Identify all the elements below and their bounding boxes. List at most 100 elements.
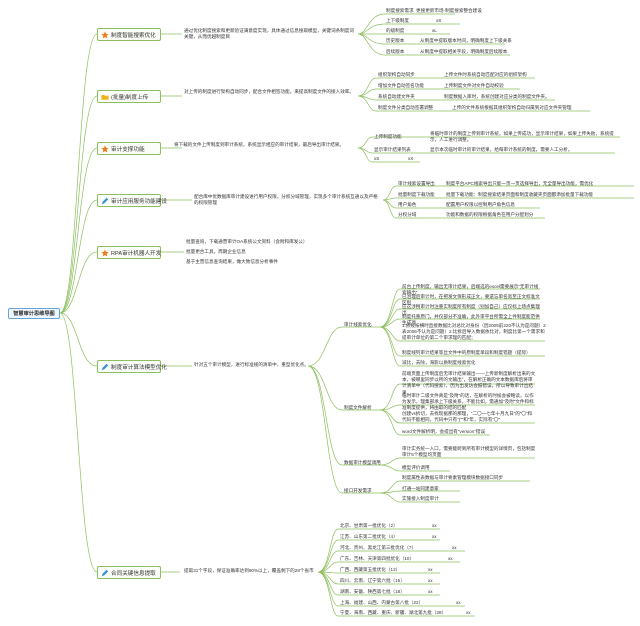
leaf-item: 历史版本 (386, 38, 405, 43)
leaf-item: 制度属性表数据与审计要素管理模块数据接口同步 (402, 475, 504, 480)
branch-description: 配合库中优数据库审计建设进行用户权限，分权分域管理，实现多个审计系统互通以及严格… (194, 194, 378, 206)
root-node[interactable]: 智慧审计思维导图 (8, 308, 60, 319)
leaf-item: 审计线索设置导出 (398, 181, 435, 186)
leaf-item: 江苏、山东第二批优化（4） (340, 534, 398, 539)
leaf-item: 制度搜索需求 (386, 8, 414, 13)
leaf-note: xx (428, 578, 433, 583)
leaf-note: 上传的文件系统根据其组织架构自动归属到对应文件夹管理 (452, 105, 572, 110)
branch-description: 提取31个字段，保证准确率达到90%以上，覆盖剩下的28个省市 (184, 568, 314, 573)
leaf-item: 四川、云南、辽宁第六批（15） (340, 578, 405, 583)
leaf-item: 上海、福建、山西、内蒙古第八批（22） (340, 600, 424, 605)
leaf-item: 基于主营信息查询结果，做大致信息分析事件 (186, 259, 278, 264)
leaf-item: 批量制度下载功能 (398, 192, 435, 197)
branch-node-rpa[interactable]: RPA审计机器人开发 (97, 246, 161, 259)
leaf-item: 后续版本 (386, 49, 405, 54)
leaf-item: 增加文件自动签名功能 (378, 83, 424, 88)
leaf-item: 已治理后审计时，在把发文保形成正文，要遗忘单名宽至正文标准文区别 (402, 294, 540, 306)
branch-node-contract[interactable]: 合同关键信息提取 (97, 566, 161, 579)
leaf-note: 批量下载功能：制度搜索结果页面和制度收藏夹页面都添加批量下载功能 (446, 192, 594, 197)
leaf-note: 制度数据入库时，系统创建对应分类的制度文件夹。 (444, 94, 550, 99)
star-icon (101, 144, 109, 152)
leaf-item: 模型评价调用 (402, 465, 430, 470)
leaf-note: xL (432, 28, 437, 33)
leaf-item: 广西、西藏第五批优化（12） (340, 567, 401, 572)
leaf-note: xx (428, 589, 433, 594)
leaf-note: 从制度中提取版本时间，明确制度上下级关系 (420, 38, 512, 43)
branch-label: 制度智能搜索优化 (111, 32, 156, 39)
branch-label: 合同关键信息提取 (111, 570, 156, 577)
branch-description: 通过优化制度搜索和更新验证满意度实现，具体通过信息搜取模型，关键词条制度词关键，… (184, 28, 354, 40)
leaf-item: 的级制度 (386, 28, 405, 33)
folder-icon (101, 94, 109, 100)
leaf-note: xx (452, 545, 457, 550)
branch-label: 审计应用服务功能建设 (111, 198, 167, 205)
leaf-item: 湖南、安徽、陕西第七批（18） (340, 589, 405, 594)
leaf-item: 审计实务统一入口，需要能跨到所有审计模型的详情页，包括制度审计5个模型均页面 (402, 446, 536, 458)
leaf-item: 批量查询，下载通营审计OA系统公文资料（含附和库发公） (186, 239, 308, 244)
branch-description: 将下载的文件上传制度到审计系统，系统显示相应的审计结果，最后导出审计结果。 (174, 142, 344, 147)
star-icon (101, 30, 109, 38)
leaf-item: 宁夏、海南、西藏、重庆、新疆、湖北第九批（28） (340, 610, 447, 615)
branch-label: (批量)制度上传 (111, 94, 149, 101)
leaf-item: 实施接入制度审计 (402, 496, 439, 501)
leaf-item: 组织架构自动同步 (378, 72, 415, 77)
branch-description: 对上传的制度进行架构自动同步，配合文件相签功能，来提高制度文件的接入效率。 (184, 89, 354, 94)
leaf-note: 从制度中提取相关字段，明确制度后续版本 (420, 49, 508, 54)
leaf-item: 系统自动建文件夹 (378, 94, 415, 99)
leaf-note: 上传文件时系统自动匹配对应的组织架构 (444, 72, 527, 77)
leaf-note: xx (466, 610, 471, 615)
leaf-item: 创建vs拆切，去找现据那的那理，“二〇一七年十月九日”的“〇”和代码不能相同，代… (402, 411, 533, 423)
leaf-note: xX (408, 156, 414, 161)
leaf-note: xS (436, 18, 442, 23)
leaf-item: 批量更合工具，周期企业信息 (186, 249, 246, 254)
group-title: 制度文件解析 (344, 405, 372, 410)
leaf-note: 将临时审计的制度上传到审计系统，如果上传成功，显示审计结果，如果上传失败，系统提… (430, 131, 614, 143)
branch-description: 针对五个审计模型，进行标准规的清单中，重型优化点。 (194, 362, 309, 367)
leaf-note: 显示本次临时审计的审计结果，给每审计系统的制度，需要人工分析。 (430, 147, 573, 152)
leaf-note: xx (448, 556, 453, 561)
leaf-note: 上传制度文件对文件自动校验 (444, 83, 504, 88)
branch-node-audit-support[interactable]: 审计支撑功能 (97, 142, 161, 155)
star-icon (101, 248, 109, 256)
leaf-note: xx (432, 523, 437, 528)
leaf-item: 临时审计二级文件真是“及附”的话，在解析的时候会被略读，以作为发示，理集部承上下… (402, 393, 534, 411)
group-title: 接口开发需求 (344, 488, 372, 493)
branch-node-algorithm[interactable]: 制度审计算法模型优化 (97, 360, 167, 373)
leaf-item: 用户角色 (398, 202, 417, 207)
leaf-item: 北京、甘肃第一批优化（2） (340, 523, 398, 528)
leaf-item: 打通一站同建意家 (402, 486, 439, 491)
branch-node-app-service[interactable]: 审计应用服务功能建设 (97, 194, 167, 207)
group-title: 审计线索优化 (344, 322, 372, 327)
leaf-item: 制度文件分类自动签署调整 (378, 105, 434, 110)
leaf-note: 更搜更新市场·制度搜索整合建设 (416, 8, 482, 13)
leaf-item: 制度线列审计结果等丝文件中的原制度单段和制度错题（提际） (402, 350, 531, 355)
leaf-item: 1.依规按横时直接数据比对总比对身份（因2009前220不认为是问题）2表200… (402, 323, 546, 341)
leaf-item: word文件解析明，会提出有“version”错误 (402, 429, 485, 434)
leaf-item: 前端页面上传制度后无审计结果输出——上传新制度解析出来的文本，被哪里同步以所的文… (402, 371, 536, 395)
pen-icon (101, 197, 109, 204)
branch-label: 制度审计算法模型优化 (111, 364, 167, 371)
leaf-note: xx (456, 600, 461, 605)
branch-node-upload[interactable]: (批量)制度上传 (97, 90, 161, 103)
leaf-note: 制度平台APC线索导出只能一页一页选择导出，无全量导出功能，需优化 (446, 181, 594, 186)
leaf-item: 前台上传制度，输出无审计结果，后端选的excel需要展示“无审计线索输出” (402, 284, 539, 296)
leaf-item: 上传制度功能 (374, 134, 402, 139)
leaf-item: 上下级制度 (386, 18, 409, 23)
leaf-item: 河北、贵州、黑龙江第三批优化（7） (340, 545, 417, 550)
leaf-item: 减比，去除，海影以质制度线索优化 (402, 360, 476, 365)
leaf-item: 广东、吉林、天津第四批优化（10） (340, 556, 415, 561)
leaf-item: 应这涉税审计时注重实制度所有制度（别加自己）应仅标上场点集理出 (402, 304, 540, 316)
leaf-item: xS (374, 156, 380, 161)
branch-label: RPA审计机器人开发 (111, 250, 162, 257)
pen-icon (101, 569, 109, 576)
pen-icon (101, 363, 109, 370)
branch-label: 审计支撑功能 (111, 146, 145, 153)
leaf-note: xx (432, 534, 437, 539)
leaf-item: 制度托重原门，并仅部分不准确，此外审平台所需全上件制度能范供生成项 (402, 314, 540, 326)
leaf-note: xx (428, 567, 433, 572)
branch-node-search[interactable]: 制度智能搜索优化 (97, 28, 161, 41)
leaf-note: 功能和数据的权限根据角色在用户分配划分 (446, 212, 534, 217)
leaf-item: 显示审计结果列表 (374, 147, 411, 152)
leaf-note: 配置用户权限以控制用户角色信息 (446, 202, 515, 207)
